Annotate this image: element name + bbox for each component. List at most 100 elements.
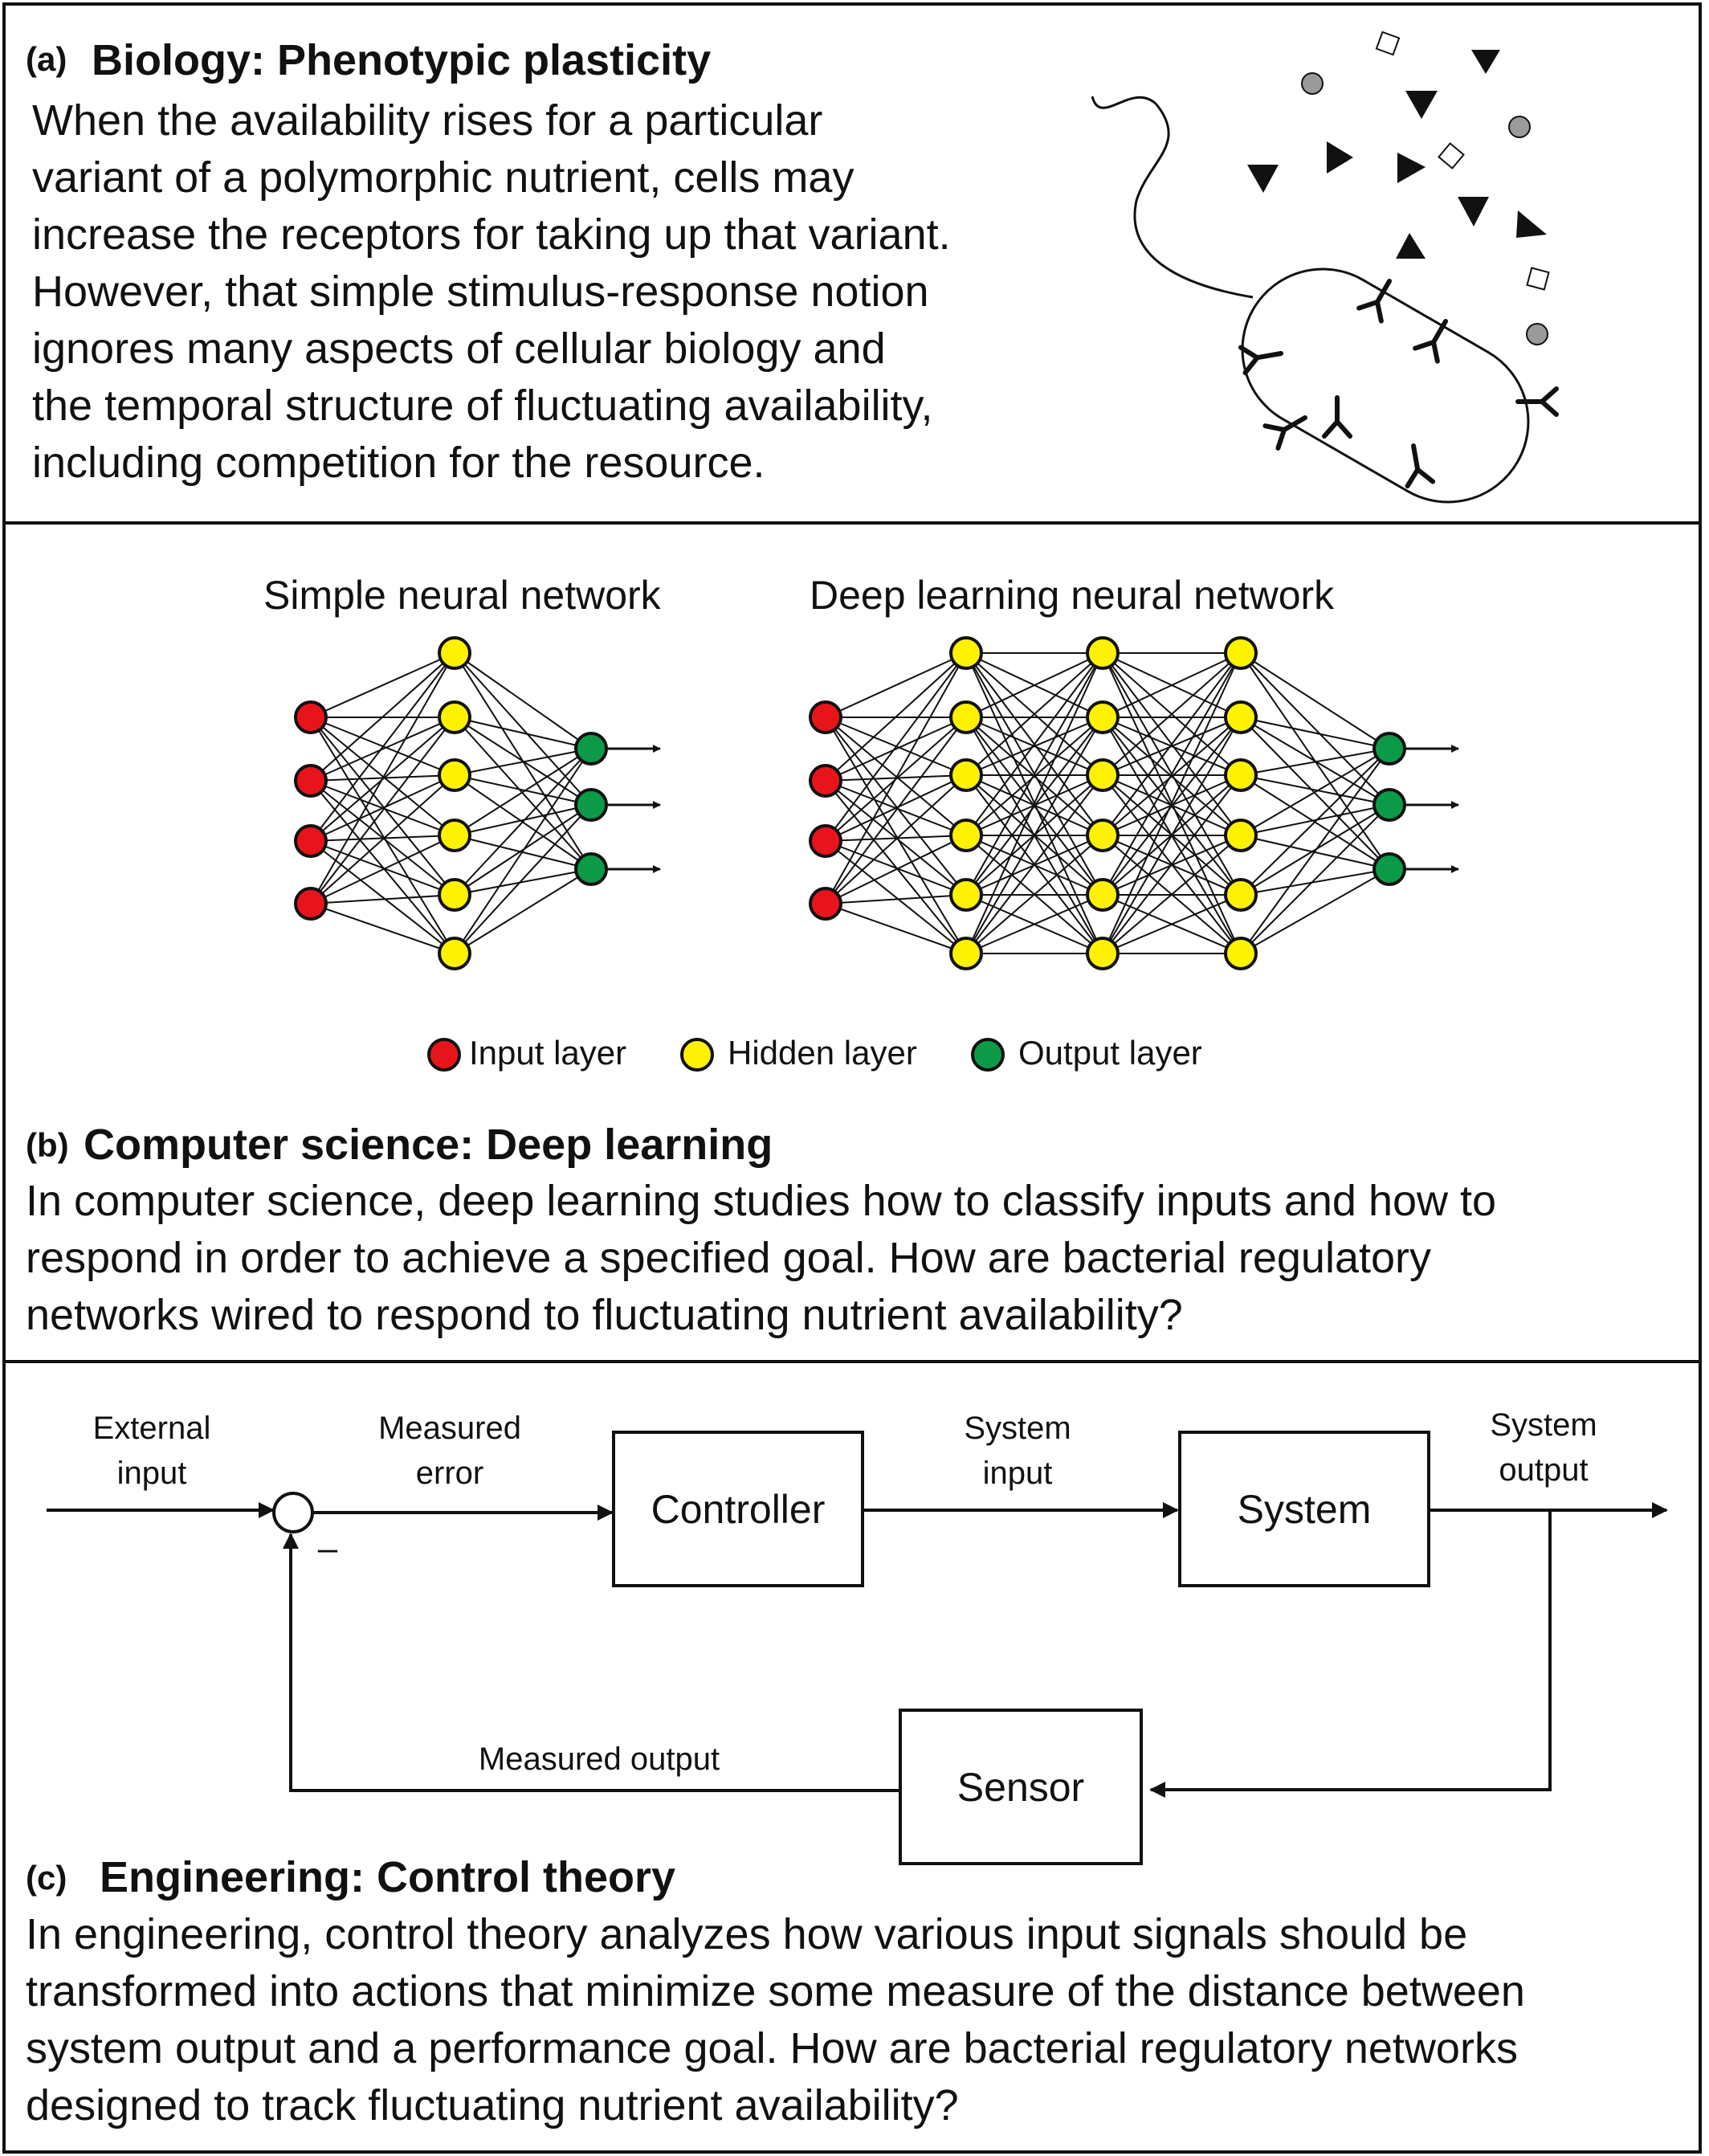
- output-node: [574, 852, 608, 886]
- network-edge: [825, 717, 967, 836]
- output-node: [1373, 788, 1406, 822]
- output-node: [1373, 732, 1406, 766]
- hidden-node: [1086, 758, 1120, 792]
- measured-error-label: Measured error: [378, 1411, 521, 1491]
- network-edge: [965, 717, 1103, 776]
- circle-nutrient-icon: [1301, 72, 1324, 95]
- hidden-node: [1086, 700, 1120, 734]
- hidden-node: [1224, 878, 1258, 912]
- network-edge: [1240, 868, 1390, 954]
- network-edge: [310, 840, 455, 896]
- network-edge: [454, 717, 592, 870]
- hidden-node: [438, 937, 471, 970]
- network-edge: [1240, 652, 1390, 749]
- square-nutrient-icon: [1375, 31, 1401, 56]
- network-edge: [1102, 717, 1242, 896]
- network-edge: [1240, 748, 1390, 896]
- hidden-node: [949, 878, 983, 912]
- network-edge: [310, 894, 455, 904]
- hidden-node: [1086, 878, 1120, 912]
- system-label: System: [1237, 1487, 1372, 1532]
- panel-a-line: including competition for the resource.: [32, 439, 765, 487]
- network-edge: [825, 652, 967, 904]
- minus-sign-label: –: [317, 1529, 338, 1568]
- receptor-icon: [1515, 386, 1559, 417]
- network-edge: [454, 717, 592, 749]
- input-node: [294, 887, 328, 921]
- network-edge: [825, 840, 967, 896]
- network-edge: [825, 717, 967, 954]
- triangle-nutrient-icon: [1396, 233, 1426, 259]
- panel-c-line: In engineering, control theory analyzes …: [26, 1910, 1468, 1958]
- circle-nutrient-icon: [1508, 116, 1531, 138]
- network-edge: [310, 774, 455, 904]
- legend-output-swatch: [971, 1038, 1005, 1072]
- output-node: [1373, 852, 1406, 886]
- triangle-nutrient-icon: [1247, 165, 1279, 193]
- network-edge: [825, 835, 967, 904]
- hidden-node: [1224, 636, 1258, 670]
- hidden-node: [1224, 700, 1258, 734]
- hidden-node: [949, 700, 983, 734]
- panel-a-body: When the availability rises for a partic…: [32, 92, 951, 492]
- triangle-nutrient-icon: [1471, 50, 1500, 74]
- triangle-nutrient-icon: [1405, 91, 1438, 119]
- network-edge: [454, 804, 592, 836]
- network-edge: [1240, 748, 1390, 776]
- network-edge: [1240, 804, 1390, 836]
- system-input-label: System input: [964, 1411, 1071, 1491]
- hidden-node: [1086, 636, 1120, 670]
- panel-a-tag: (a): [26, 40, 67, 78]
- network-edge: [825, 652, 967, 718]
- network-edge: [1102, 774, 1242, 954]
- network-edge: [454, 652, 592, 749]
- receptor-icon: [1413, 319, 1448, 364]
- panel-a-line: When the availability rises for a partic…: [32, 96, 823, 145]
- flagellum: [1091, 96, 1254, 299]
- network-edge: [454, 868, 592, 896]
- network-edge: [1240, 652, 1390, 806]
- network-edge: [310, 835, 455, 842]
- sensor-label: Sensor: [956, 1765, 1085, 1810]
- network-edge: [965, 652, 1103, 718]
- network-edge: [965, 652, 1103, 776]
- panel-engineering: [2, 1360, 1702, 2154]
- input-node: [809, 764, 842, 798]
- network-edge: [1102, 652, 1242, 718]
- network-edge: [825, 774, 967, 904]
- network-edge: [310, 840, 455, 954]
- network-edge: [454, 748, 592, 896]
- controller-box: [612, 1431, 864, 1587]
- network-edge: [965, 717, 1103, 836]
- triangle-nutrient-icon: [1516, 210, 1547, 238]
- network-edge: [825, 717, 967, 904]
- panel-a-line: ignores many aspects of cellular biology…: [32, 325, 886, 373]
- network-edge: [825, 652, 967, 782]
- hidden-node: [1224, 758, 1258, 792]
- external-input-label: External input: [92, 1411, 211, 1491]
- network-edge: [1240, 717, 1390, 870]
- network-edge: [1102, 652, 1242, 896]
- triangle-nutrient-icon: [1327, 141, 1353, 174]
- network-edge: [1240, 804, 1390, 954]
- legend-input-swatch: [427, 1038, 461, 1072]
- network-edge: [454, 748, 592, 776]
- output-node: [574, 788, 608, 822]
- deep-network-title: Deep learning neural network: [810, 573, 1335, 618]
- square-nutrient-icon: [1526, 267, 1550, 291]
- receptor-icon: [1322, 395, 1352, 439]
- network-edge: [310, 717, 455, 782]
- network-edge: [1102, 717, 1242, 776]
- network-edge: [965, 652, 1103, 954]
- legend-input-label: Input layer: [469, 1034, 627, 1072]
- network-edge: [965, 717, 1103, 896]
- network-edge: [1240, 717, 1390, 749]
- neural-network-diagrams: [294, 636, 1459, 1072]
- measured-output-label: Measured output: [478, 1742, 720, 1777]
- network-edge: [310, 717, 455, 896]
- triangle-nutrient-icon: [1458, 197, 1489, 227]
- system-output-label: System output: [1490, 1407, 1597, 1488]
- panel-a-line: However, that simple stimulus-response n…: [32, 267, 929, 316]
- input-node: [809, 700, 842, 734]
- panel-c-line: designed to track fluctuating nutrient a…: [26, 2081, 959, 2129]
